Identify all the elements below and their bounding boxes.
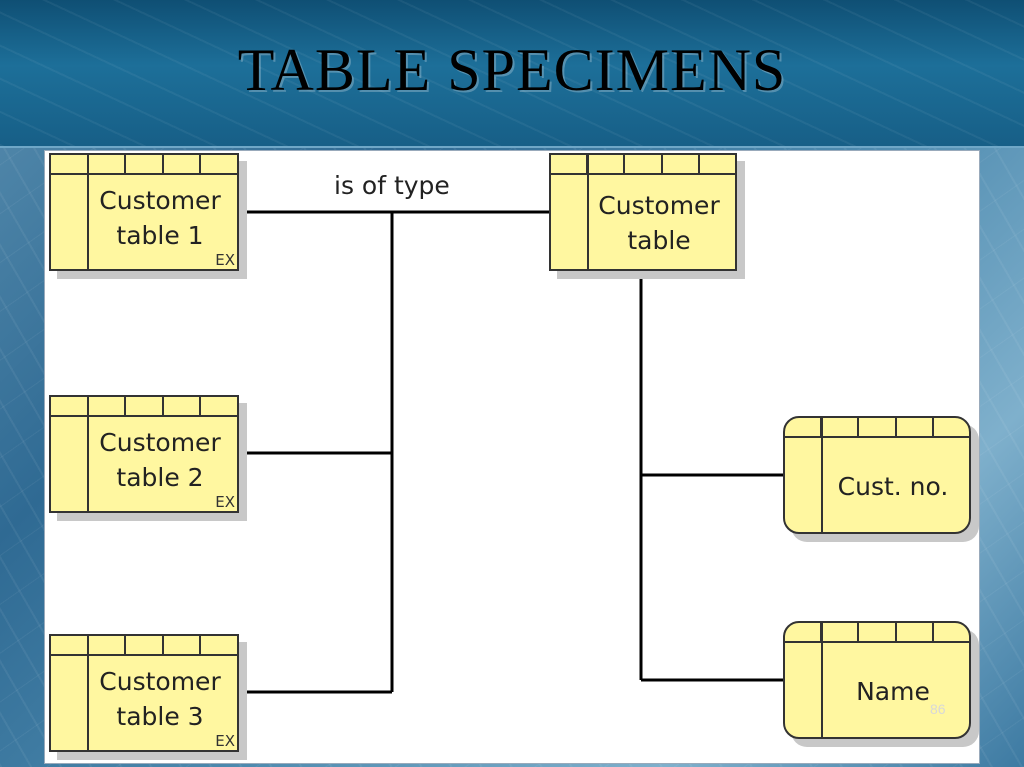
entity-label-line2: table <box>627 226 691 255</box>
entity-header-grid <box>51 397 237 417</box>
entity-cust-no[interactable]: Cust. no. <box>783 416 971 534</box>
entity-customer-table[interactable]: Customer table <box>549 153 737 271</box>
entity-side-column <box>87 155 89 269</box>
entity-name[interactable]: Name <box>783 621 971 739</box>
entity-label: Customer table 2 <box>89 423 231 497</box>
entity-header-grid <box>551 155 735 175</box>
entity-label-line1: Customer <box>99 667 221 696</box>
entity-side-column <box>821 418 823 532</box>
entity-label-line1: Customer <box>598 191 720 220</box>
entity-customer-table-3[interactable]: Customer table 3 EX <box>49 634 239 752</box>
entity-side-column <box>87 636 89 750</box>
entity-side-column <box>587 155 589 269</box>
slide-title: TABLE SPECIMENS <box>237 37 787 103</box>
entity-customer-table-1[interactable]: Customer table 1 EX <box>49 153 239 271</box>
entity-label: Customer table <box>589 185 729 261</box>
entity-side-column <box>821 623 823 737</box>
entity-label: Customer table 3 <box>89 662 231 736</box>
entity-label: Name <box>856 676 930 706</box>
entity-side-column <box>87 397 89 511</box>
entity-label-line1: Customer <box>99 428 221 457</box>
entity-marker: EX <box>215 493 235 511</box>
entity-label-line1: Customer <box>99 186 221 215</box>
entity-label: Cust. no. <box>837 471 949 501</box>
entity-header-grid <box>785 623 969 643</box>
entity-marker: EX <box>215 251 235 269</box>
page-number: 86 <box>930 701 946 717</box>
entity-header-grid <box>785 418 969 438</box>
entity-label-line2: table 3 <box>116 702 204 731</box>
entity-customer-table-2[interactable]: Customer table 2 EX <box>49 395 239 513</box>
entity-label: Customer table 1 <box>89 181 231 255</box>
entity-header-grid <box>51 636 237 656</box>
entity-header-grid <box>51 155 237 175</box>
entity-marker: EX <box>215 732 235 750</box>
entity-label-line2: table 1 <box>116 221 204 250</box>
relation-label: is of type <box>334 171 450 200</box>
entity-label-line2: table 2 <box>116 463 204 492</box>
header-band <box>0 0 1024 148</box>
